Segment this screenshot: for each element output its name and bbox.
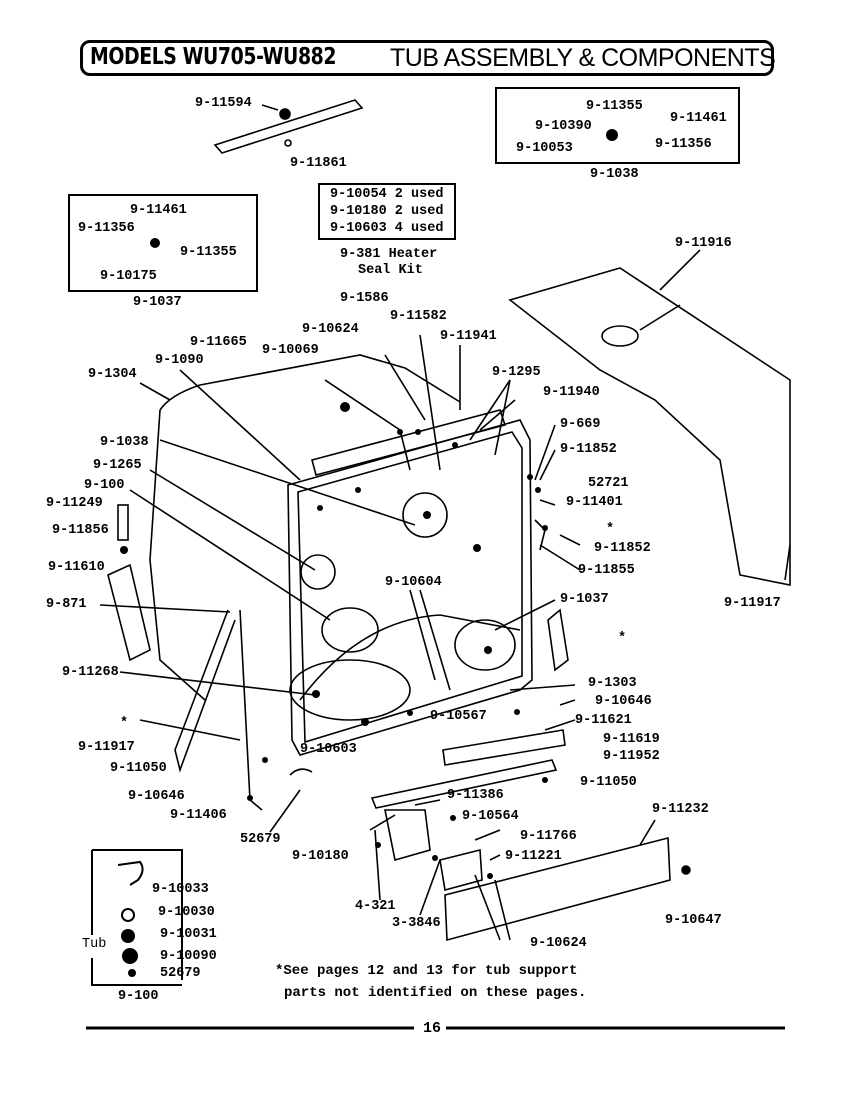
section-title: TUB ASSEMBLY & COMPONENTS	[390, 44, 776, 72]
callout-9-1038: 9-1038	[100, 435, 149, 450]
callout-9-11582: 9-11582	[390, 309, 447, 324]
callout-star-right-top: *	[606, 522, 615, 537]
callout-9-11952: 9-11952	[603, 749, 660, 764]
callout-9-11268: 9-11268	[62, 665, 119, 680]
callout-9-11855: 9-11855	[578, 563, 635, 578]
callout-9-11249: 9-11249	[46, 496, 103, 511]
callout-star-right-mid: *	[618, 631, 627, 646]
heater-kit-line-2: 9-10180 2 used	[330, 204, 444, 219]
footnote-line-2: parts not identified on these pages.	[284, 985, 587, 1001]
callout-9-11406: 9-11406	[170, 808, 227, 823]
callout-9-10624-bottom: 9-10624	[530, 936, 587, 951]
callout-9-11619: 9-11619	[603, 732, 660, 747]
callout-9-100: 9-100	[84, 478, 125, 493]
callout-9-1303: 9-1303	[588, 676, 637, 691]
inset-100-part-10033: 9-10033	[152, 882, 209, 897]
heater-kit-line-1: 9-10054 2 used	[330, 187, 444, 202]
callout-9-11916: 9-11916	[675, 236, 732, 251]
callout-9-10624-top: 9-10624	[302, 322, 359, 337]
callout-9-11610: 9-11610	[48, 560, 105, 575]
callout-9-11941: 9-11941	[440, 329, 497, 344]
inset-1037-part-11355: 9-11355	[180, 245, 237, 260]
inset-1037-box	[68, 194, 258, 292]
callout-9-11940: 9-11940	[543, 385, 600, 400]
callout-9-11766: 9-11766	[520, 829, 577, 844]
callout-9-10567: 9-10567	[430, 709, 487, 724]
callout-9-1304: 9-1304	[88, 367, 137, 382]
callout-9-11386: 9-11386	[447, 788, 504, 803]
inset-1038-part-11356: 9-11356	[655, 137, 712, 152]
inset-1037-part-10175: 9-10175	[100, 269, 157, 284]
callout-9-11050-right: 9-11050	[580, 775, 637, 790]
callout-9-10647: 9-10647	[665, 913, 722, 928]
callout-9-11594: 9-11594	[195, 96, 252, 111]
callout-9-871: 9-871	[46, 597, 87, 612]
callout-9-11856: 9-11856	[52, 523, 109, 538]
inset-1037-part-11356: 9-11356	[78, 221, 135, 236]
callout-9-10604: 9-10604	[385, 575, 442, 590]
callout-9-1090: 9-1090	[155, 353, 204, 368]
callout-52721: 52721	[588, 476, 629, 491]
callout-9-1295: 9-1295	[492, 365, 541, 380]
inset-1038-part-11461: 9-11461	[670, 111, 727, 126]
callout-star-left: *	[120, 716, 129, 731]
page-number: 16	[423, 1020, 442, 1037]
models-title: MODELS WU705-WU882	[90, 44, 337, 70]
heater-kit-caption-2: Seal Kit	[358, 263, 423, 278]
heater-seal-kit-box	[318, 183, 456, 240]
callout-9-10180: 9-10180	[292, 849, 349, 864]
title-frame	[80, 40, 774, 76]
inset-100-part-52679: 52679	[160, 966, 201, 981]
callout-9-10646-left: 9-10646	[128, 789, 185, 804]
callout-9-11852-top: 9-11852	[560, 442, 617, 457]
inset-1038-caption: 9-1038	[590, 167, 639, 182]
inset-100-tub-label: Tub	[82, 937, 107, 952]
inset-100-caption: 9-100	[118, 989, 159, 1004]
callout-9-10069: 9-10069	[262, 343, 319, 358]
callout-3-3846: 3-3846	[392, 916, 441, 931]
callout-9-11232: 9-11232	[652, 802, 709, 817]
inset-1038-box	[495, 87, 740, 164]
callout-9-10603: 9-10603	[300, 742, 357, 757]
inset-1038-part-10390: 9-10390	[535, 119, 592, 134]
heater-kit-caption-1: 9-381 Heater	[340, 247, 438, 262]
inset-100-part-10090: 9-10090	[160, 949, 217, 964]
callout-4-321: 4-321	[355, 899, 396, 914]
heater-kit-line-3: 9-10603 4 used	[330, 221, 444, 236]
callout-9-669: 9-669	[560, 417, 601, 432]
inset-100-part-10031: 9-10031	[160, 927, 217, 942]
callout-9-11665: 9-11665	[190, 335, 247, 350]
inset-1038-part-11355: 9-11355	[586, 99, 643, 114]
callout-9-11852-mid: 9-11852	[594, 541, 651, 556]
callout-9-1037: 9-1037	[560, 592, 609, 607]
callout-9-1586: 9-1586	[340, 291, 389, 306]
callout-9-11917-right: 9-11917	[724, 596, 781, 611]
callout-9-10564: 9-10564	[462, 809, 519, 824]
inset-1037-caption: 9-1037	[133, 295, 182, 310]
callout-9-11621: 9-11621	[575, 713, 632, 728]
callout-9-10646-right: 9-10646	[595, 694, 652, 709]
inset-1038-part-10053: 9-10053	[516, 141, 573, 156]
callout-9-11050-left: 9-11050	[110, 761, 167, 776]
footnote-line-1: *See pages 12 and 13 for tub support	[275, 963, 578, 979]
callout-9-11861: 9-11861	[290, 156, 347, 171]
callout-9-1265: 9-1265	[93, 458, 142, 473]
callout-9-11401: 9-11401	[566, 495, 623, 510]
callout-52679: 52679	[240, 832, 281, 847]
callout-9-11221: 9-11221	[505, 849, 562, 864]
inset-100-part-10030: 9-10030	[158, 905, 215, 920]
callout-9-11917-left: 9-11917	[78, 740, 135, 755]
inset-1037-part-11461: 9-11461	[130, 203, 187, 218]
